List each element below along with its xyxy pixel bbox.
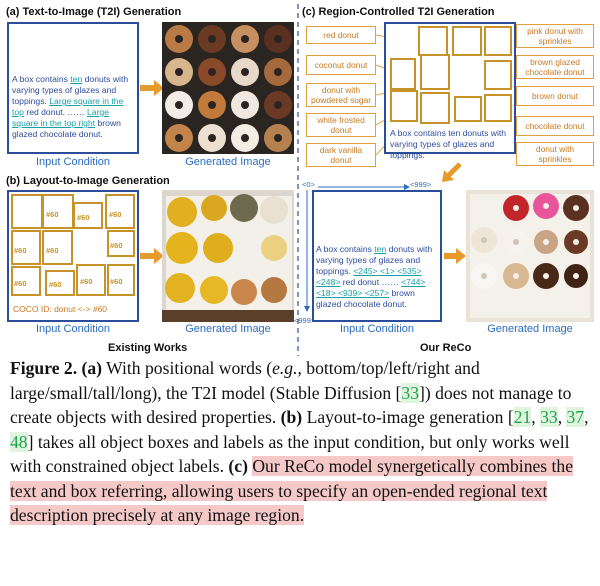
caption-part-c-label: (c): [228, 456, 248, 476]
layout-box-label: #60: [14, 246, 27, 255]
region-tag-pink-sprinkles-donut: pink donut with sprinkles: [516, 24, 594, 48]
citation-link[interactable]: 21: [513, 407, 532, 427]
region-box: [484, 94, 512, 122]
coord-start-label: <0>: [302, 180, 315, 189]
panel-c-box-text: A box contains ten donuts with varying t…: [390, 128, 507, 160]
panel-b-output-label: Generated Image: [185, 323, 271, 335]
panel-b-title: (b) Layout-to-Image Generation: [6, 175, 170, 187]
panel-c-input-box: A box contains ten donuts with varying t…: [312, 190, 442, 322]
layout-box-label: #60: [49, 280, 62, 289]
citation-link[interactable]: 33: [540, 407, 558, 427]
panel-c-title: (c) Region-Controlled T2I Generation: [302, 6, 495, 18]
arrow-down-left-icon: [442, 162, 462, 182]
region-box: [484, 26, 512, 56]
donut-tray-b-illustration: [162, 190, 294, 322]
region-box: [454, 96, 482, 122]
donut-grid-a-illustration: [165, 25, 292, 152]
layout-box: #60: [105, 194, 135, 229]
donut-box-c-illustration: [466, 190, 594, 322]
region-tag-chocolate-donut: chocolate donut: [516, 116, 594, 136]
region-tag-powdered-sugar-donut: donut with powdered sugar: [306, 83, 376, 107]
layout-box: #60: [76, 264, 106, 296]
layout-box-label: #60: [77, 213, 90, 222]
arrow-right-icon: [140, 248, 164, 264]
citation-link[interactable]: 33: [401, 382, 419, 403]
region-tag-brown-donut: brown donut: [516, 86, 594, 106]
citation-link[interactable]: 37: [566, 407, 585, 427]
panel-c-condition-text: A box contains ten donuts with varying t…: [316, 244, 433, 309]
caption-part-a-text-3: ) does not manage to create objects with…: [10, 382, 572, 428]
layout-box: #60: [73, 202, 103, 229]
region-box: [420, 92, 450, 124]
layout-box-label: #60: [14, 279, 27, 288]
layout-box: #60: [45, 270, 75, 296]
coord-axis-vertical: [304, 190, 310, 312]
caption-part-a-text-2: , bottom/top/left/right and large/small/…: [10, 358, 480, 403]
region-tag-coconut-donut: coconut donut: [306, 55, 376, 75]
coco-id-text: COCO ID: donut <-> #60: [13, 304, 108, 314]
coord-end-label: <999>: [410, 180, 432, 189]
layout-box: #60: [11, 230, 41, 265]
caption-part-a-text: With positional words (: [102, 358, 273, 378]
region-tag-dark-vanilla-donut: dark vanilla donut: [306, 143, 376, 167]
region-tag-white-frosted-donut: white frosted donut: [306, 113, 376, 137]
layout-box-label: #60: [46, 246, 59, 255]
region-tag-red-donut: red donut: [306, 26, 376, 44]
panel-a-condition-text: A box contains ten donuts with varying t…: [12, 74, 129, 139]
existing-works-label: Existing Works: [108, 342, 188, 354]
panel-c-output-label: Generated Image: [487, 323, 573, 335]
layout-box-label: #60: [46, 210, 59, 219]
coord-axis-arrow: [318, 184, 410, 190]
region-box: [484, 60, 512, 90]
caption-part-b-text-2: takes all object boxes and labels as the…: [10, 431, 570, 477]
panel-c-input-label: Input Condition: [340, 323, 414, 335]
layout-box-label: #60: [109, 210, 122, 219]
panel-a-input-box: A box contains ten donuts with varying t…: [7, 22, 139, 154]
region-box: [452, 26, 482, 56]
region-box: [418, 26, 448, 56]
panel-a-title: (a) Text-to-Image (T2I) Generation: [6, 6, 182, 18]
generated-image-a: [162, 22, 294, 154]
layout-box: #60: [107, 264, 135, 296]
region-box: [390, 58, 416, 90]
panel-c-region-canvas: A box contains ten donuts with varying t…: [384, 22, 516, 160]
layout-box-label: #60: [80, 277, 93, 286]
figure-caption: Figure 2. (a) With positional words (e.g…: [10, 358, 589, 525]
region-box: [390, 90, 418, 122]
panel-a-input-label: Input Condition: [36, 156, 110, 168]
arrow-right-icon: [444, 248, 466, 264]
layout-box: #60: [42, 194, 74, 229]
region-box: [420, 54, 450, 90]
section-divider: [297, 4, 299, 356]
citation-link[interactable]: 48: [10, 431, 28, 452]
generated-image-b: [162, 190, 294, 322]
caption-part-b-text: Layout-to-image generation: [302, 407, 508, 427]
panel-b-input-label: Input Condition: [36, 323, 110, 335]
region-tag-sprinkles-donut: donut with sprinkles: [516, 142, 594, 166]
caption-part-c-highlight: Our ReCo model synergetically combines t…: [10, 456, 574, 525]
region-tag-brown-glazed-chocolate-donut: brown glazed chocolate donut: [516, 55, 594, 79]
coord-bottom-label: <999>: [294, 316, 316, 325]
caption-part-a-label: (a): [81, 358, 103, 378]
panel-a-output-label: Generated Image: [185, 156, 271, 168]
panel-b-input-box: #60 #60 #60 #60 #60 #60 #60 #60 #60 #60 …: [7, 190, 139, 322]
layout-box-label: #60: [110, 277, 123, 286]
layout-box: #60: [42, 230, 73, 265]
our-reco-label: Our ReCo: [420, 342, 472, 354]
layout-box: #60: [11, 266, 41, 296]
caption-eg: e.g.: [272, 358, 298, 378]
layout-box: [11, 194, 43, 229]
caption-part-b-label: (b): [280, 407, 303, 427]
generated-image-c: [466, 190, 594, 322]
figure-label: Figure 2.: [10, 358, 78, 378]
arrow-right-icon: [140, 80, 164, 96]
layout-box-label: #60: [110, 241, 123, 250]
layout-box: #60: [107, 230, 135, 257]
